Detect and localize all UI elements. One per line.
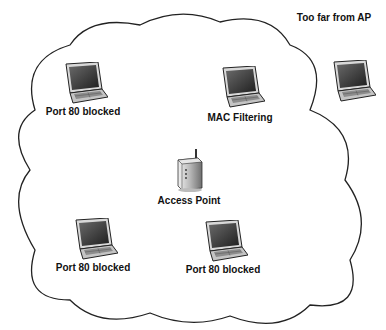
laptop-lower-left	[76, 218, 118, 259]
laptop-mac	[223, 66, 265, 107]
device-caption: MAC Filtering	[208, 112, 273, 124]
laptop-far	[334, 60, 376, 101]
laptop-lower-right	[206, 220, 248, 261]
laptop-upper-left	[66, 62, 108, 103]
device-caption: Access Point	[158, 195, 221, 207]
access-point-icon	[178, 149, 202, 192]
device-caption: Port 80 blocked	[46, 106, 120, 118]
status-caption: Too far from AP	[297, 12, 371, 24]
device-caption: Port 80 blocked	[56, 262, 130, 274]
wireless-cloud	[19, 14, 362, 323]
device-caption: Port 80 blocked	[186, 264, 260, 276]
